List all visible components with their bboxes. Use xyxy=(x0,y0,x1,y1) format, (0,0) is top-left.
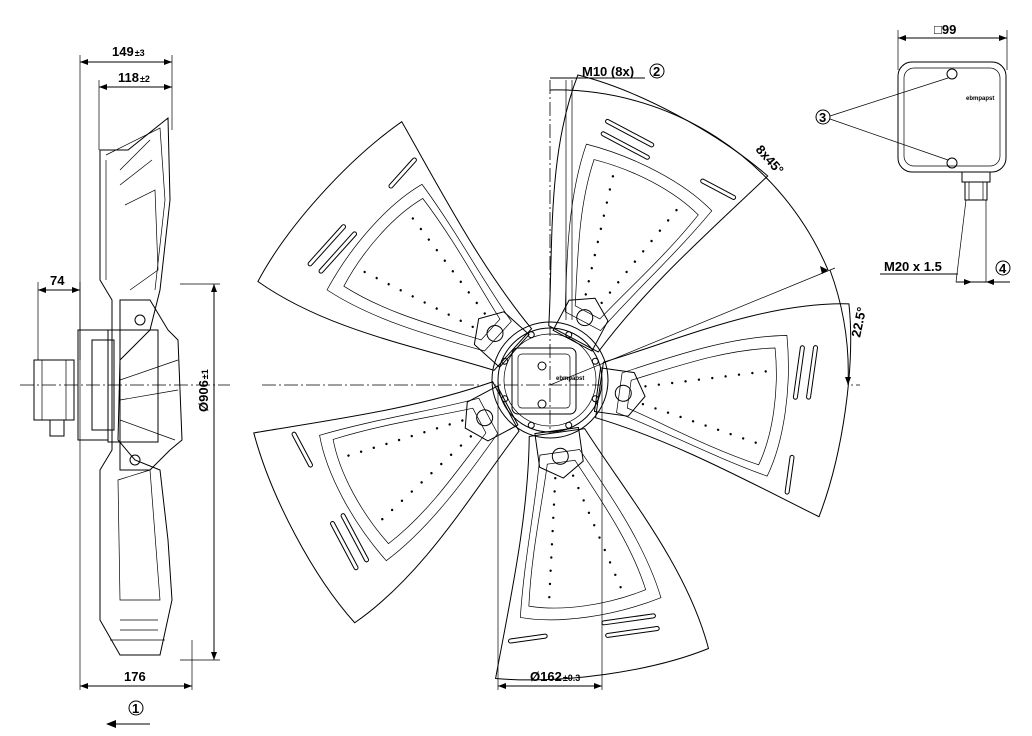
overall-depth-label: 149±3 xyxy=(112,44,145,59)
front-view: ebmpapst Ø162±0.3 M10 (8x) 2 8x45° 22.5° xyxy=(253,63,869,690)
mount-thread-label: M10 (8x) xyxy=(582,64,634,79)
side-view: 149±3 118±2 74 176 Ø906±1 1 xyxy=(20,44,230,728)
hub-bolt xyxy=(591,395,599,403)
hub-bolt xyxy=(527,421,535,429)
fan-diameter-label: Ø906±1 xyxy=(196,369,211,412)
hub-brand-mark: ebmpapst xyxy=(556,376,584,382)
terminal-box-view: □99 ebmpapst 3 M20 x 1.5 4 xyxy=(815,22,1011,285)
callout-gland: 4 xyxy=(999,261,1007,276)
fan-blade xyxy=(257,120,533,371)
hub-bolt xyxy=(501,357,509,365)
callout-airflow: 1 xyxy=(132,701,139,716)
box-brand-mark: ebmpapst xyxy=(966,96,994,102)
base-width-label: 176 xyxy=(124,669,146,684)
fan-blade xyxy=(548,74,769,353)
hub-bolts xyxy=(501,331,599,429)
fan-blade xyxy=(593,303,852,518)
box-size-label: □99 xyxy=(934,22,956,37)
gland-thread-label: M20 x 1.5 xyxy=(884,259,942,274)
callout-box-screws: 3 xyxy=(819,110,826,125)
hub-bolt xyxy=(591,357,599,365)
inner-depth-label: 118±2 xyxy=(118,70,150,85)
hub-bolt xyxy=(565,421,573,429)
hub-diameter-label: Ø162±0.3 xyxy=(530,669,580,684)
fan-blade xyxy=(253,381,520,624)
fan-blades xyxy=(253,74,852,681)
hub-bolt xyxy=(565,331,573,339)
offset-angle-label: 22.5° xyxy=(848,306,869,339)
motor-offset-label: 74 xyxy=(50,273,65,288)
hub-bolt xyxy=(527,331,535,339)
callout-mount: 2 xyxy=(653,64,660,79)
hub-bolt xyxy=(501,395,509,403)
